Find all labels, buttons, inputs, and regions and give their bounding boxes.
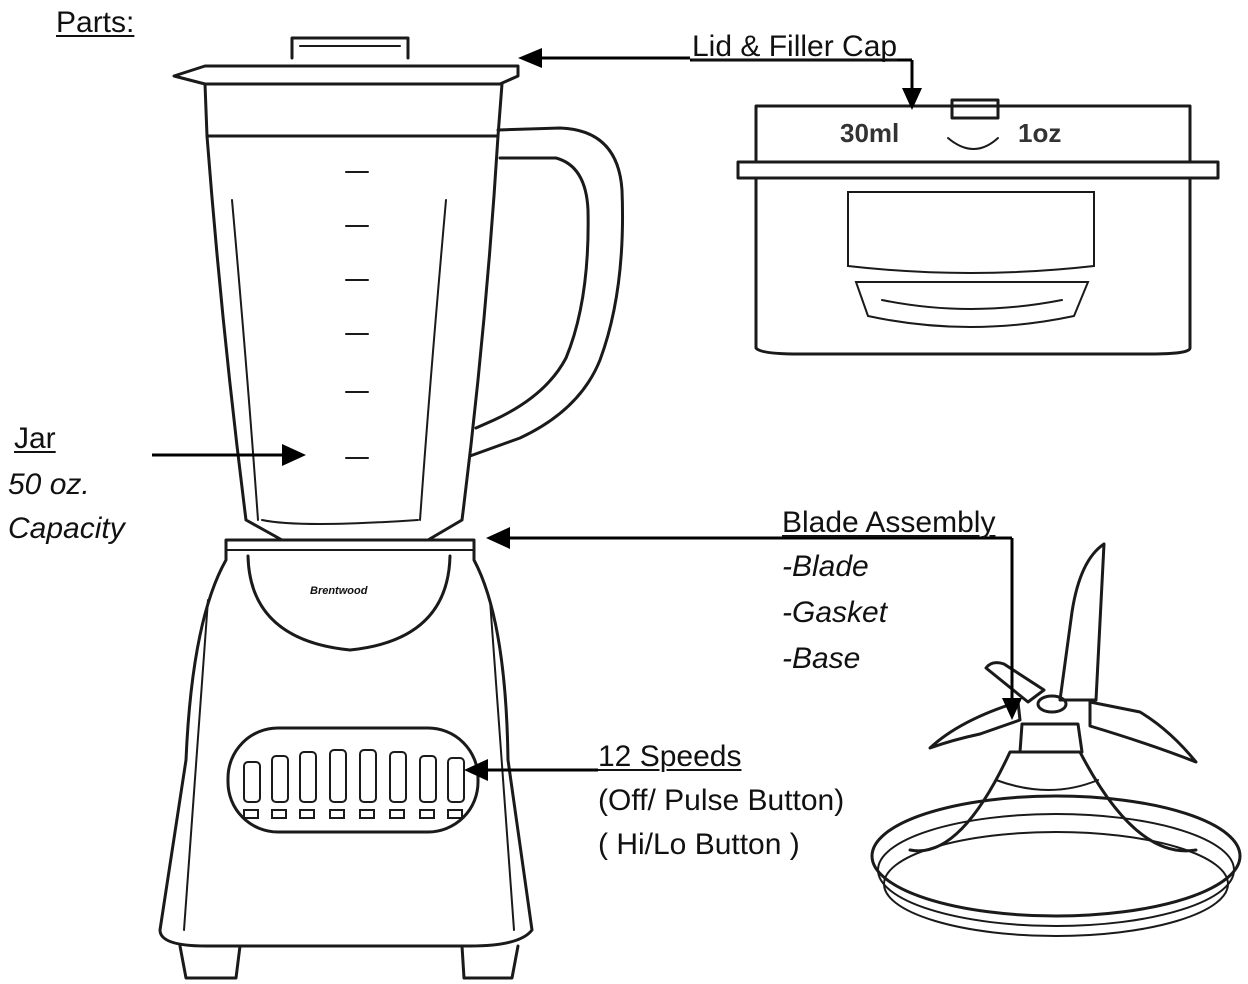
lid-label: Lid & Filler Cap [692,30,898,63]
lid-arrow [518,48,922,110]
jar-capacity-label: Capacity [8,512,125,545]
jar-capacity-amount: 50 oz. [8,468,90,501]
jar-label: Jar [14,422,56,455]
hi-lo-label: ( Hi/Lo Button ) [598,828,800,861]
blade-part-base: -Base [782,642,861,675]
parts-heading: Parts: [56,6,135,39]
blade-assembly-drawing [870,542,1242,937]
blender-base-drawing [158,538,534,980]
blender-jar-drawing [172,36,625,542]
off-pulse-label: (Off/ Pulse Button) [598,784,845,817]
lid-marking-ml: 30ml [840,118,900,148]
blade-part-blade: -Blade [782,550,869,583]
lid-marking-oz: 1oz [1018,118,1062,148]
blade-arrow [486,527,1022,720]
blade-assembly-label: Blade Assembly [782,506,996,539]
jar-arrow [152,444,306,466]
speeds-arrow [464,759,598,781]
brand-logo: Brentwood [310,585,368,597]
blade-part-gasket: -Gasket [782,596,888,629]
speeds-label: 12 Speeds [598,740,742,773]
lid-detail-drawing [736,98,1220,356]
